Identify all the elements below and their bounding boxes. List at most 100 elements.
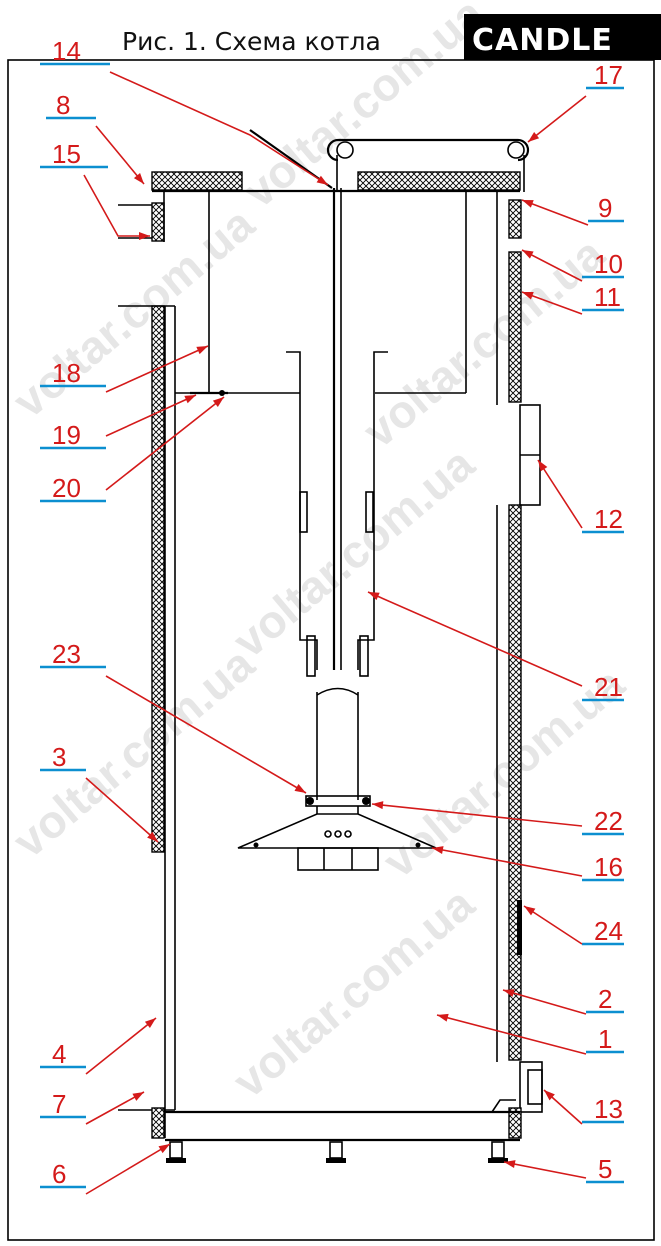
watermark-text: voltar.com.ua (353, 227, 614, 458)
callout-arrowhead (144, 1018, 156, 1028)
callout-arrowhead (524, 906, 536, 916)
brand-logo: CANDLE (472, 23, 613, 58)
telescope-tube-right (357, 351, 388, 670)
callout-10: 10 (521, 249, 624, 282)
watermark-text: voltar.com.ua (3, 637, 264, 868)
callout-label: 21 (594, 672, 623, 702)
cone-hole (344, 830, 352, 838)
clamp-bolt-right (362, 797, 370, 805)
callout-24: 24 (523, 905, 624, 946)
cone-rivet (415, 842, 421, 848)
callout-arrowhead (133, 172, 144, 184)
telescope-slot-left (299, 491, 308, 533)
callout-arrowhead (316, 175, 328, 185)
callout-leader (527, 95, 587, 143)
pulley-left (336, 141, 354, 159)
foot-center-pad (326, 1158, 346, 1163)
callout-6: 6 (40, 1143, 171, 1195)
callout-label: 3 (52, 742, 66, 772)
callout-arrowhead (139, 232, 150, 240)
callout-arrowhead (504, 1160, 516, 1169)
callout-21: 21 (367, 591, 624, 702)
callout-label: 2 (598, 984, 612, 1014)
callout-label: 12 (594, 504, 623, 534)
callout-arrowhead (503, 989, 515, 997)
callout-label: 4 (52, 1039, 66, 1069)
callout-leader (85, 1143, 171, 1195)
callout-arrowhead (184, 395, 196, 404)
callout-leader (367, 591, 583, 687)
callout-7: 7 (40, 1089, 145, 1125)
callout-label: 19 (52, 420, 81, 450)
callout-arrowhead (294, 783, 306, 793)
callout-label: 24 (594, 916, 623, 946)
watermark-text: voltar.com.ua (223, 877, 484, 1108)
temperature-sensor (517, 900, 522, 955)
callout-1: 1 (436, 1013, 624, 1055)
foot-left (169, 1141, 183, 1159)
pulley-right (507, 141, 525, 159)
callout-arrowhead (522, 200, 534, 208)
air-duct-clamp (305, 795, 371, 807)
callout-20: 20 (40, 396, 225, 503)
foot-left-pad (166, 1158, 186, 1163)
foot-center (329, 1141, 343, 1159)
callout-16: 16 (431, 846, 624, 882)
callout-arrowhead (368, 592, 380, 601)
clamp-bolt-left (306, 797, 314, 805)
callout-arrowhead (522, 250, 534, 259)
telescope-tube-left (286, 351, 318, 670)
callout-3: 3 (40, 742, 159, 843)
callout-15: 15 (40, 139, 150, 240)
callout-arrowhead (372, 801, 384, 810)
callout-arrowhead (196, 346, 208, 355)
callout-9: 9 (521, 193, 624, 226)
callout-5: 5 (503, 1154, 624, 1184)
callout-leader (502, 989, 587, 1015)
callout-label: 20 (52, 473, 81, 503)
callout-leader (431, 847, 583, 877)
distributor-blades (297, 847, 379, 871)
flue-insulation (151, 202, 165, 242)
callout-leader (109, 71, 329, 186)
callout-label: 1 (598, 1024, 612, 1054)
flue-pipe (118, 204, 152, 239)
callout-19: 19 (40, 394, 197, 450)
callout-22: 22 (371, 801, 624, 836)
callout-23: 23 (40, 639, 307, 794)
callout-leader (436, 1014, 587, 1055)
cone-hole (334, 830, 342, 838)
callout-arrowhead (528, 132, 540, 142)
air-nozzle-tip (219, 390, 225, 396)
callout-arrowhead (432, 846, 444, 854)
callout-leader (85, 777, 159, 843)
figure-title: Рис. 1. Схема котла (122, 27, 381, 56)
callout-label: 7 (52, 1089, 66, 1119)
callout-4: 4 (40, 1017, 157, 1075)
callout-label: 6 (52, 1159, 66, 1189)
callout-arrowhead (437, 1013, 449, 1022)
telescope-slot-lower-right (359, 635, 369, 677)
brand-badge (464, 14, 661, 60)
callout-arrowhead (158, 1144, 170, 1154)
callout-arrowhead (132, 1092, 144, 1101)
lower-left-insulation (151, 1107, 165, 1139)
callout-leader (85, 1091, 145, 1125)
callout-leader (521, 249, 583, 282)
callout-arrowhead (522, 292, 534, 300)
callout-label: 13 (594, 1094, 623, 1124)
callout-label: 16 (594, 852, 623, 882)
callout-18: 18 (40, 345, 209, 393)
callout-12: 12 (537, 459, 624, 534)
ash-door-handle (527, 1069, 543, 1105)
callout-8: 8 (46, 90, 145, 185)
callout-13: 13 (543, 1089, 624, 1125)
watermark-text: voltar.com.ua (223, 437, 484, 668)
right-wall-insulation-bottom (508, 504, 522, 1061)
telescope-slot-lower-left (306, 635, 316, 677)
callout-leader (85, 1017, 157, 1075)
telescope-slot-right (365, 491, 374, 533)
callout-label: 14 (52, 36, 81, 66)
